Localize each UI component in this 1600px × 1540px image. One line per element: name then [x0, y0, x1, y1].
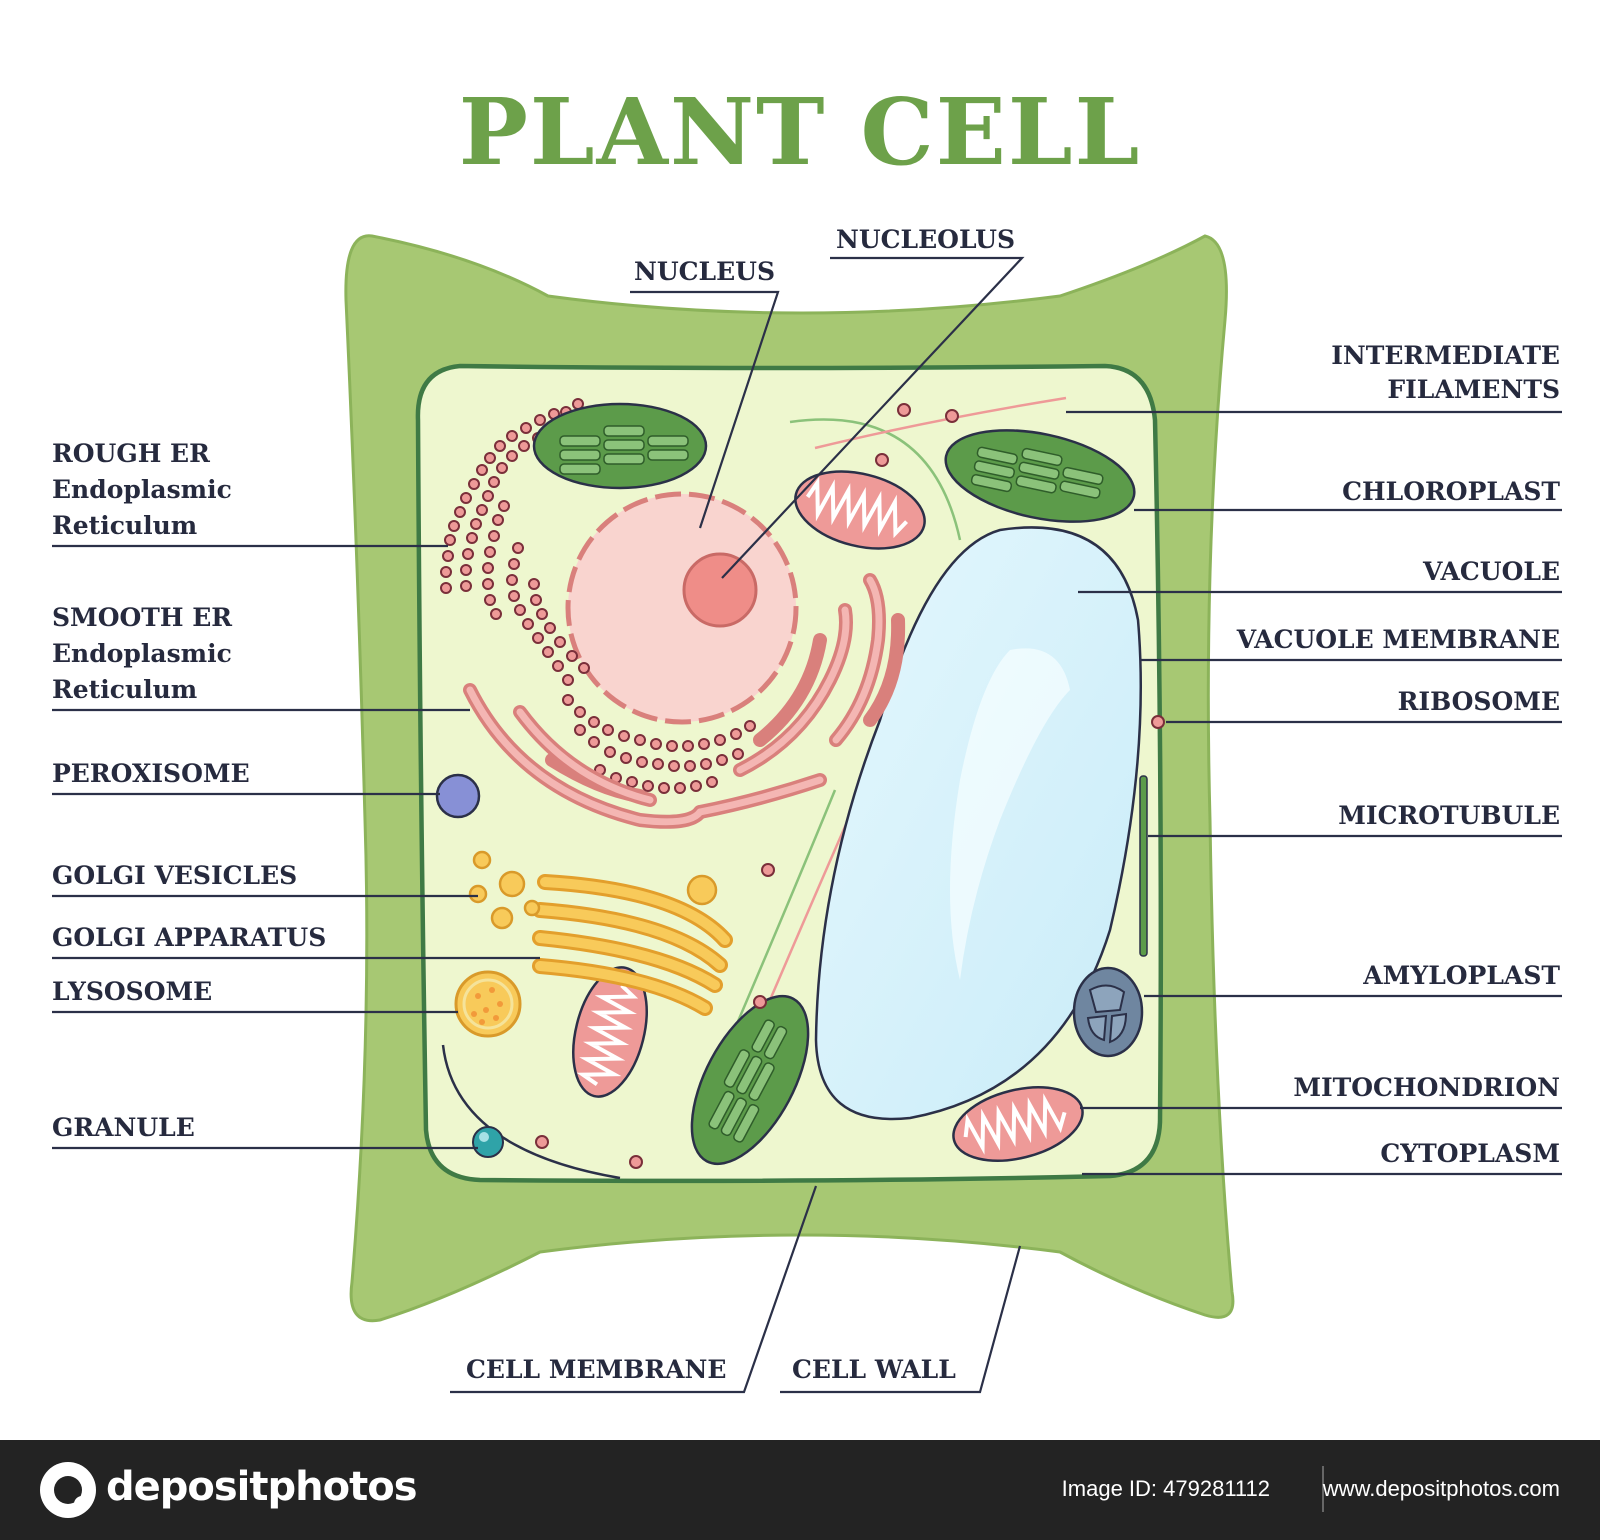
brand-name: depositphotos [106, 1464, 418, 1510]
label-ribosome: RIBOSOME [1397, 687, 1560, 716]
chloroplast-top-left [532, 402, 708, 490]
microtubule [1139, 775, 1148, 957]
label-smooth-er-line3: Reticulum [52, 675, 198, 704]
nucleolus [682, 552, 758, 628]
website-link[interactable]: www.depositphotos.com [1322, 1476, 1560, 1501]
amyloplast [1072, 966, 1144, 1058]
label-intermediate-filaments-line2: FILAMENTS [1387, 375, 1560, 404]
image-id: Image ID: 479281112 [1061, 1476, 1270, 1501]
label-granule: GRANULE [52, 1113, 195, 1142]
filament-green-top [789, 418, 962, 541]
label-golgi-vesicles: GOLGI VESICLES [52, 861, 298, 890]
label-mitochondrion: MITOCHONDRION [1293, 1073, 1560, 1102]
diagram-title: PLANT CELL [458, 78, 1142, 186]
label-rough-er-line2: Endoplasmic [52, 475, 232, 504]
chloroplast-top-right [944, 429, 1136, 523]
label-smooth-er-line2: Endoplasmic [52, 639, 232, 668]
label-cell-wall: CELL WALL [792, 1355, 956, 1384]
camera-logo-icon [40, 1462, 96, 1518]
label-chloroplast: CHLOROPLAST [1342, 477, 1560, 506]
peroxisome [435, 773, 481, 819]
ribosomes [535, 403, 1165, 1169]
label-peroxisome: PEROXISOME [52, 759, 250, 788]
label-nucleus: NUCLEUS [634, 257, 776, 286]
mitochondrion-top [794, 470, 926, 550]
label-vacuole: VACUOLE [1423, 557, 1560, 586]
footer-bar: depositphotos Image ID: 479281112 www.de… [0, 1440, 1600, 1540]
rough-er [440, 398, 756, 794]
label-intermediate-filaments: INTERMEDIATE [1331, 341, 1560, 370]
filament-red-top [814, 396, 1067, 450]
vacuole-highlight [950, 648, 1070, 980]
filament-green-low [728, 789, 837, 1041]
label-vacuole-membrane: VACUOLE MEMBRANE [1236, 625, 1560, 654]
label-cell-membrane: CELL MEMBRANE [466, 1355, 727, 1384]
label-microtubule: MICROTUBULE [1338, 801, 1560, 830]
golgi-apparatus [532, 874, 733, 1016]
nucleus [565, 491, 799, 725]
footer-divider [1322, 1466, 1324, 1512]
label-rough-er-line3: Reticulum [52, 511, 198, 540]
leader-lines [52, 256, 1562, 1394]
label-lysosome: LYSOSOME [52, 977, 213, 1006]
label-nucleolus: NUCLEOLUS [836, 225, 1016, 254]
label-cytoplasm: CYTOPLASM [1380, 1139, 1560, 1168]
lysosome [454, 970, 522, 1038]
chloroplast-bottom [690, 994, 810, 1166]
golgi-vesicles [468, 850, 718, 930]
granule [472, 1126, 504, 1158]
mitochondrion-left [572, 966, 648, 1098]
label-amyloplast: AMYLOPLAST [1363, 961, 1560, 990]
label-rough-er: ROUGH ER [52, 439, 210, 468]
label-golgi-apparatus: GOLGI APPARATUS [52, 923, 327, 952]
label-smooth-er: SMOOTH ER [52, 603, 233, 632]
